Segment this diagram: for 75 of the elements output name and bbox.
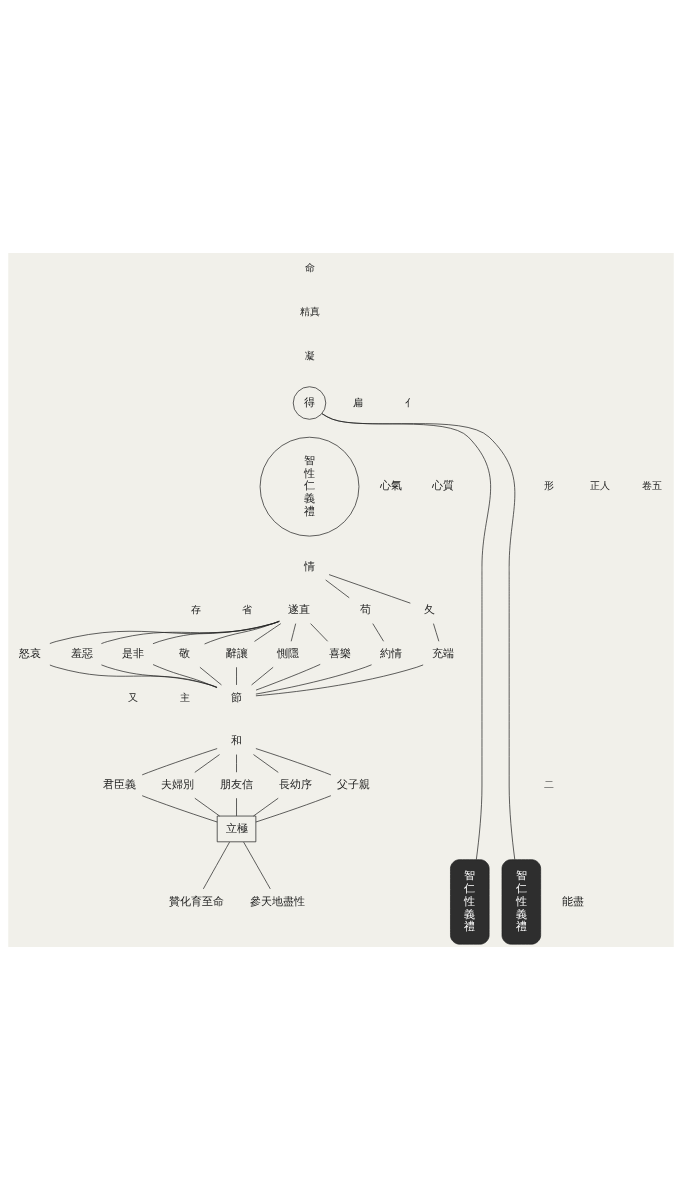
- connector: [194, 797, 220, 817]
- connector: [236, 797, 237, 817]
- label: 形: [543, 480, 554, 492]
- connector: [253, 754, 279, 773]
- connector: [325, 579, 350, 599]
- connector: [101, 664, 218, 688]
- label: 又: [128, 691, 139, 703]
- node-box: 智 仁 性 義 禮: [450, 859, 490, 945]
- node-text: 遂直: [287, 602, 310, 617]
- node-text: 君臣義: [102, 777, 136, 791]
- node-text: 和: [231, 733, 243, 748]
- label: 命: [304, 262, 315, 274]
- node-text: 節: [231, 689, 243, 704]
- connector: [372, 623, 384, 642]
- node-text: 情: [304, 558, 316, 573]
- label: 精真: [299, 306, 320, 318]
- connector: [236, 666, 237, 686]
- node-box: 立極: [216, 815, 257, 843]
- connector: [255, 664, 424, 697]
- connector: [255, 795, 332, 823]
- node-text: 贊化育至命: [168, 893, 224, 908]
- label: 亻: [404, 396, 415, 408]
- node-circle: 得: [292, 386, 327, 420]
- label: 省: [242, 604, 253, 616]
- connector: [141, 795, 218, 823]
- label: 二: [543, 778, 554, 790]
- node-box: 智 仁 性 義 禮: [501, 859, 541, 945]
- node-text: 怒哀: [19, 646, 42, 661]
- connector: [253, 797, 279, 817]
- connector: [310, 623, 328, 642]
- node-circle: 智 性 仁 義 禮: [259, 436, 360, 537]
- node-text: 朋友信: [220, 777, 254, 791]
- connector: [236, 754, 237, 773]
- connector: [433, 623, 440, 642]
- connector: [251, 666, 274, 686]
- connector: [255, 664, 372, 695]
- node-text: 充端: [431, 646, 454, 661]
- node-text: 夂: [424, 602, 436, 617]
- node-text: 夫婦別: [161, 777, 195, 791]
- connector: [255, 748, 332, 776]
- node-text: 苟: [359, 602, 371, 617]
- node-label: 心質: [431, 478, 454, 493]
- connector: [199, 666, 222, 686]
- connector: [141, 748, 218, 776]
- label: 存: [190, 604, 201, 616]
- node-text: 參天地盡性: [249, 893, 305, 908]
- node-label: 心氣: [380, 478, 403, 493]
- connector: [49, 621, 280, 644]
- label: 卷五: [641, 480, 662, 492]
- node-label: 能盡: [561, 893, 584, 908]
- connector: [290, 623, 297, 642]
- connector: [204, 620, 280, 645]
- node-text: 約情: [380, 646, 403, 661]
- node-text: 喜樂: [328, 646, 351, 661]
- node-text: 羞惡: [70, 646, 93, 661]
- connector: [243, 841, 271, 890]
- node-text: 是非: [122, 646, 145, 661]
- label: 扁: [353, 396, 364, 408]
- connector: [152, 664, 218, 689]
- node-text: 惻隱: [277, 646, 300, 661]
- connector: [101, 621, 280, 644]
- connector: [152, 620, 280, 645]
- label: 主: [180, 691, 190, 703]
- node-text: 敬: [179, 646, 191, 661]
- connector: [254, 623, 282, 642]
- connector: [194, 754, 220, 773]
- label: 正人: [590, 480, 611, 492]
- connector: [49, 664, 218, 688]
- connector: [328, 574, 411, 604]
- node-text: 長幼序: [278, 777, 312, 791]
- connector: [255, 664, 321, 691]
- connector: [203, 841, 230, 890]
- label: 凝: [304, 349, 315, 361]
- node-text: 辭讓: [225, 646, 248, 661]
- node-text: 父子親: [337, 777, 371, 791]
